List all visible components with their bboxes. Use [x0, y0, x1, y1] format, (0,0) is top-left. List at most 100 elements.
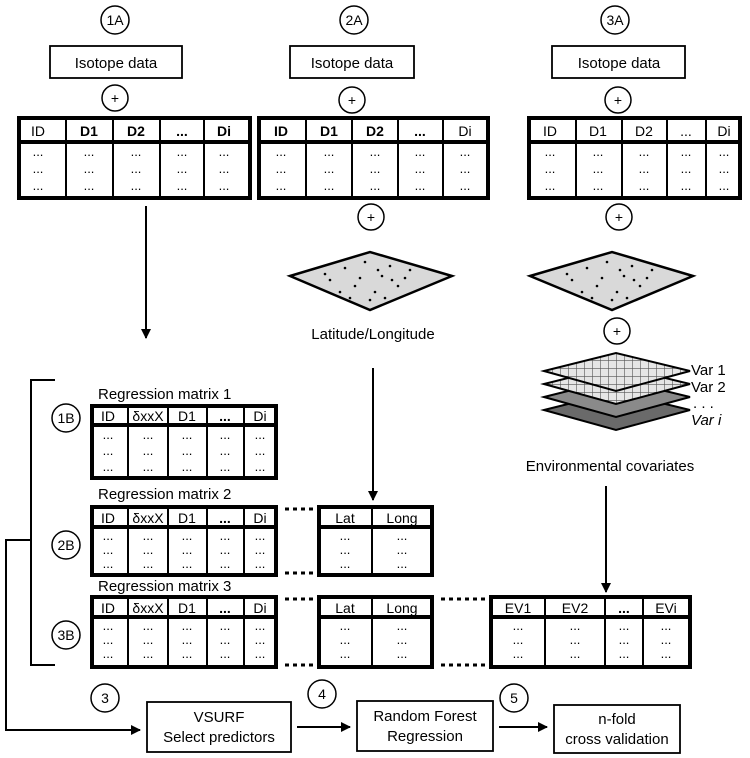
svg-text:D1: D1 — [178, 600, 196, 616]
svg-text:ID: ID — [101, 600, 115, 616]
sample-point — [595, 284, 599, 288]
cell-ellipsis: ... — [143, 443, 154, 458]
cell-ellipsis: ... — [661, 618, 672, 633]
isotope-data-box-2a — [289, 45, 415, 79]
cell-ellipsis: ... — [143, 556, 154, 571]
svg-text:Lat: Lat — [335, 600, 355, 616]
cell-ellipsis: ... — [324, 144, 335, 159]
svg-text:Lat: Lat — [335, 510, 355, 526]
cell-ellipsis: ... — [33, 178, 44, 193]
cell-ellipsis: ... — [220, 632, 231, 647]
cell-ellipsis: ... — [370, 178, 381, 193]
environmental-covariates-label: Environmental covariates — [526, 458, 694, 475]
cell-ellipsis: ... — [219, 161, 230, 176]
sample-point — [368, 298, 372, 302]
step-3b-label: 3B — [57, 627, 74, 643]
latitude-longitude-label: Latitude/Longitude — [311, 326, 434, 343]
regression-label: Regression — [387, 728, 463, 745]
environmental-layers-stack — [540, 351, 691, 432]
cell-ellipsis: ... — [103, 443, 114, 458]
random-forest-box — [356, 700, 494, 752]
sample-point — [585, 266, 589, 270]
isotope-data-box-1a — [49, 45, 183, 79]
cell-ellipsis: ... — [570, 618, 581, 633]
regression-bracket — [30, 379, 55, 666]
sample-point — [625, 296, 629, 300]
sample-point — [638, 284, 642, 288]
cell-ellipsis: ... — [177, 144, 188, 159]
cell-ellipsis: ... — [103, 459, 114, 474]
cell-ellipsis: ... — [681, 161, 692, 176]
sample-point — [338, 290, 342, 294]
cell-ellipsis: ... — [619, 632, 630, 647]
svg-text:D1: D1 — [589, 123, 607, 139]
cell-ellipsis: ... — [84, 178, 95, 193]
cell-ellipsis: ... — [182, 427, 193, 442]
cell-ellipsis: ... — [220, 542, 231, 557]
svg-text:Di: Di — [253, 510, 266, 526]
cell-ellipsis: ... — [255, 632, 266, 647]
svg-text:δxxX: δxxX — [132, 510, 164, 526]
cell-ellipsis: ... — [340, 632, 351, 647]
map-plot-2a — [286, 250, 456, 312]
sample-point — [570, 278, 574, 282]
sample-point — [408, 268, 412, 272]
svg-text:D2: D2 — [127, 123, 145, 139]
regression-matrix-3-title: Regression matrix 3 — [98, 578, 231, 595]
sample-point — [403, 276, 407, 280]
step-4-label: 4 — [318, 686, 326, 702]
cell-ellipsis: ... — [460, 161, 471, 176]
cell-ellipsis: ... — [177, 178, 188, 193]
cell-ellipsis: ... — [397, 632, 408, 647]
sample-point — [605, 260, 609, 264]
column-3a: 3A Isotope data + ID D1 D2 ... Di ......… — [526, 5, 742, 475]
sample-point — [388, 264, 392, 268]
cell-ellipsis: ... — [182, 556, 193, 571]
cell-ellipsis: ... — [219, 178, 230, 193]
vsurf-box — [146, 701, 292, 753]
cell-ellipsis: ... — [84, 161, 95, 176]
cell-ellipsis: ... — [143, 459, 154, 474]
cell-ellipsis: ... — [182, 646, 193, 661]
sample-point — [645, 276, 649, 280]
cell-ellipsis: ... — [340, 618, 351, 633]
cell-ellipsis: ... — [340, 556, 351, 571]
svg-text:ID: ID — [274, 123, 288, 139]
svg-text:+: + — [614, 92, 622, 108]
cell-ellipsis: ... — [415, 144, 426, 159]
cell-ellipsis: ... — [220, 556, 231, 571]
svg-text:Di: Di — [253, 600, 266, 616]
cell-ellipsis: ... — [103, 556, 114, 571]
data-table-1a: ID D1 D2 ... Di ........................… — [17, 116, 252, 200]
cell-ellipsis: ... — [593, 161, 604, 176]
cross-validation-box — [553, 704, 681, 754]
cell-ellipsis: ... — [719, 178, 730, 193]
cell-ellipsis: ... — [143, 528, 154, 543]
cell-ellipsis: ... — [397, 646, 408, 661]
random-forest-label: Random Forest — [373, 708, 477, 725]
regression-matrix-2-title: Regression matrix 2 — [98, 486, 231, 503]
svg-text:ID: ID — [101, 408, 115, 424]
cell-ellipsis: ... — [661, 632, 672, 647]
cell-ellipsis: ... — [131, 161, 142, 176]
cell-ellipsis: ... — [570, 632, 581, 647]
cell-ellipsis: ... — [397, 556, 408, 571]
var-i-label: Var i — [691, 412, 722, 429]
cell-ellipsis: ... — [397, 528, 408, 543]
svg-text:Di: Di — [253, 408, 266, 424]
svg-text:δxxX: δxxX — [132, 600, 164, 616]
var-ellipsis-label: . . . — [693, 395, 714, 412]
svg-text:EV2: EV2 — [562, 600, 589, 616]
map-plot-3a — [526, 250, 697, 312]
plus-circle-1a — [101, 84, 129, 112]
sample-point — [630, 264, 634, 268]
column-1a: 1A Isotope data + ID D1 D2 ... Di ......… — [17, 5, 252, 200]
sample-point — [380, 274, 384, 278]
cell-ellipsis: ... — [143, 646, 154, 661]
step-5-label: 5 — [510, 690, 518, 706]
svg-text:EVi: EVi — [655, 600, 677, 616]
svg-text:+: + — [348, 92, 356, 108]
cell-ellipsis: ... — [340, 528, 351, 543]
svg-text:D1: D1 — [178, 510, 196, 526]
